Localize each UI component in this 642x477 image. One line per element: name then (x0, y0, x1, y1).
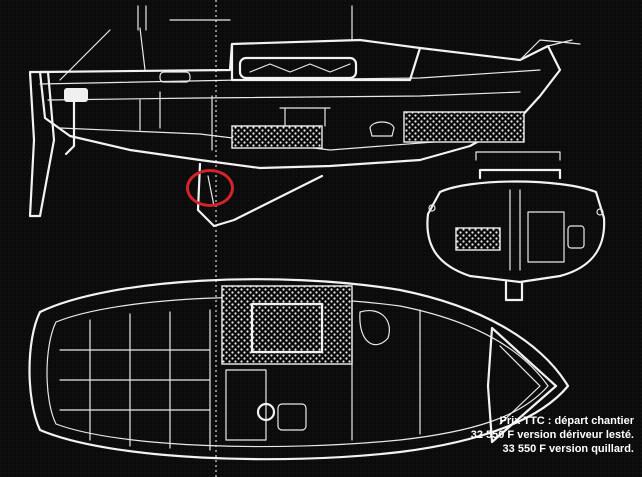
section-hull (426, 180, 606, 284)
section-sink (567, 225, 585, 249)
forepeak-cushion (403, 111, 525, 143)
price-caption: Prix TTC : départ chantier 32 550 F vers… (434, 414, 634, 456)
section-fitting (428, 204, 436, 212)
window-lettering (249, 63, 351, 73)
stanchion (139, 27, 146, 71)
section-keel (504, 280, 524, 302)
waterline (47, 91, 521, 101)
galley-sink (256, 402, 276, 422)
toilet-plan (359, 310, 390, 346)
berth-cushion (231, 125, 323, 149)
saloon-table (279, 107, 331, 127)
bow-inner (499, 345, 541, 425)
cross-section-view (426, 151, 606, 302)
cabin-top (230, 42, 422, 82)
section-fitting (596, 208, 604, 216)
deck-plan-view (28, 278, 570, 461)
price-line-2: 32 550 F version dériveur lesté. (470, 429, 634, 441)
saloon-table-plan (250, 302, 324, 354)
cockpit-grid (59, 309, 211, 451)
section-cabin (478, 168, 562, 180)
plan-bulkheads (351, 299, 421, 441)
cabin-window (238, 56, 358, 80)
bow-triangle (486, 326, 558, 444)
stove (277, 403, 307, 431)
outboard-leg (64, 100, 76, 156)
port-light (159, 71, 191, 83)
section-locker (527, 211, 565, 263)
red-circle-marker (186, 169, 234, 207)
plan-hull-outline (28, 278, 570, 461)
section-rail (475, 151, 561, 161)
section-berth (455, 227, 501, 251)
toilet (369, 121, 395, 137)
rudder (28, 70, 56, 218)
bulkheads (139, 91, 213, 151)
price-line-3: 33 550 F version quillard. (502, 443, 634, 455)
price-line-1: Prix TTC : départ chantier (499, 415, 634, 427)
bow-pulpit (519, 39, 581, 61)
outboard-motor (64, 88, 88, 102)
